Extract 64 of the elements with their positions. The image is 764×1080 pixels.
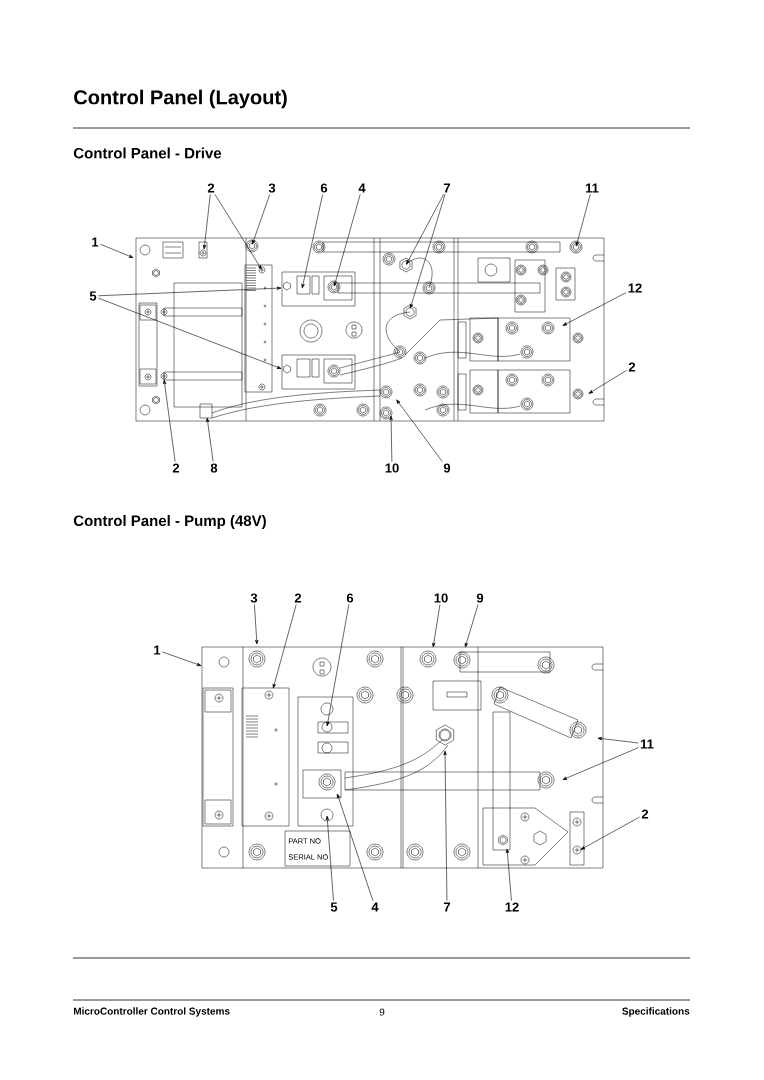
callout-number: 1 [154, 645, 161, 655]
callout-number: 3 [268, 183, 276, 193]
callout-number: 2 [294, 593, 302, 603]
leader-line [406, 194, 444, 265]
section-heading: Control Panel - Pump (48V) [73, 515, 266, 529]
callout-number: 12 [505, 902, 519, 912]
callout-number: 5 [330, 902, 338, 912]
section-heading: Control Panel - Drive [73, 147, 222, 159]
leader-line [301, 194, 323, 289]
leader-line [252, 194, 271, 245]
callout-number: 7 [443, 183, 451, 193]
page-title: Control Panel (Layout) [74, 89, 287, 109]
leader-line [432, 604, 441, 648]
leader-line [464, 604, 479, 648]
callout-number: 10 [434, 593, 448, 603]
callout-number: 2 [641, 809, 649, 819]
callout-number: 8 [210, 463, 218, 473]
leader-line [254, 604, 259, 645]
leader-line [505, 848, 512, 901]
callout-number: 12 [628, 283, 642, 293]
leader-line [597, 736, 639, 744]
callout-number: 9 [476, 593, 484, 603]
leader-line [337, 793, 374, 902]
callout-number: 1 [92, 237, 99, 247]
leader-line [206, 417, 214, 462]
callout-number: 10 [385, 463, 399, 473]
callout-number: 2 [628, 362, 636, 372]
callout-number: 5 [89, 291, 97, 301]
leader-line [202, 194, 211, 250]
leader-line [580, 816, 640, 850]
leader-line [214, 194, 262, 270]
page-number: 9 [379, 1008, 385, 1016]
callout-number: 6 [346, 593, 354, 603]
leader-line [98, 286, 282, 297]
callout-number: 11 [640, 739, 654, 749]
callout-number: 2 [172, 463, 180, 473]
control-panel-drawing [201, 646, 604, 869]
leader-line [333, 194, 361, 287]
leader-line [162, 651, 202, 666]
callout-number: 4 [358, 183, 366, 193]
leader-line [389, 415, 393, 462]
footer-text: Specifications [622, 1007, 690, 1017]
footer-text: MicroController Control Systems [73, 1007, 230, 1017]
leader-line [98, 297, 282, 369]
leader-line [588, 370, 627, 394]
leader-line [325, 815, 334, 901]
callout-number: 7 [443, 902, 451, 912]
callout-number: 6 [320, 183, 328, 193]
leader-line [409, 194, 446, 309]
callout-number: 2 [207, 183, 215, 193]
callout-number: 3 [250, 593, 258, 603]
leader-line [326, 604, 350, 727]
callout-number: 9 [443, 463, 451, 473]
leader-line [396, 399, 443, 462]
leader-line [272, 604, 297, 689]
leader-line [562, 292, 627, 326]
callout-number: 4 [371, 902, 379, 912]
leader-line [100, 243, 134, 258]
control-panel-drawing [135, 237, 605, 422]
leader-line [443, 750, 448, 902]
callout-number: 11 [585, 183, 599, 193]
leader-line [562, 747, 639, 780]
leader-line [575, 194, 591, 247]
leader-line [163, 379, 176, 462]
